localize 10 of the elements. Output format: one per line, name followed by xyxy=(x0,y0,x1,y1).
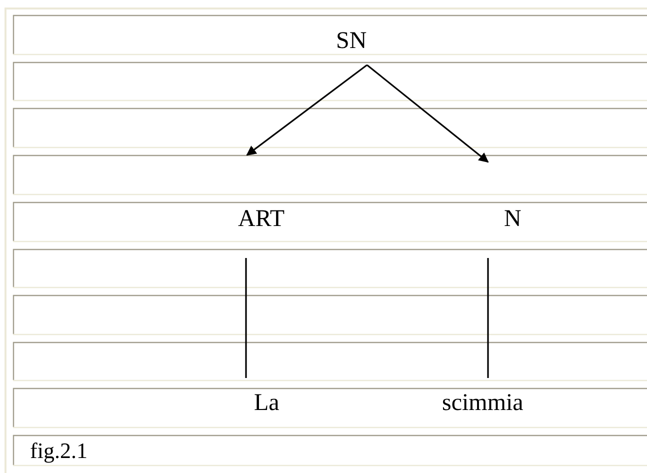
word-label: La xyxy=(254,389,280,417)
phrase-label: SN xyxy=(336,27,367,55)
word-label: scimmia xyxy=(442,389,524,417)
category-label: ART xyxy=(238,205,285,233)
connector-line xyxy=(245,258,247,378)
figure-caption: fig.2.1 xyxy=(30,437,88,465)
connector-line xyxy=(487,258,489,378)
arrow xyxy=(366,64,489,163)
category-label: N xyxy=(504,205,522,233)
arrow xyxy=(246,64,368,156)
